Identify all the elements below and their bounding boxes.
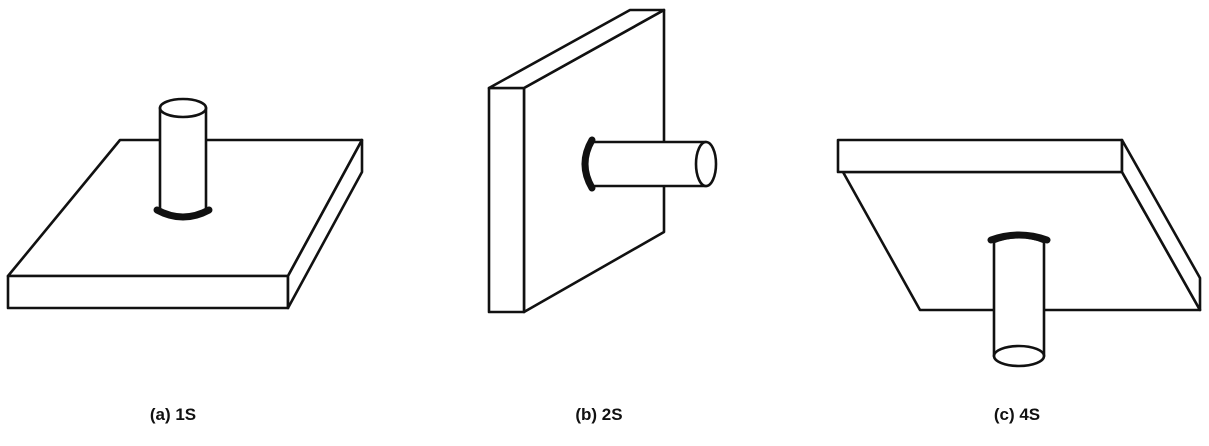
pipe-end xyxy=(694,140,718,188)
caption-a: (a) 1S xyxy=(149,405,197,424)
pipe-end xyxy=(992,344,1046,368)
pipe-body xyxy=(584,140,708,188)
panel-a-drawing xyxy=(6,97,364,310)
weld-bead xyxy=(153,206,213,221)
plate-side-edge xyxy=(286,138,364,310)
panel-c-drawing xyxy=(836,138,1202,368)
pipe-body xyxy=(992,235,1046,358)
plate-side-edge xyxy=(487,86,526,314)
caption-b: (b) 2S xyxy=(575,405,623,424)
pipe-end xyxy=(158,97,208,119)
weld-bead xyxy=(987,231,1051,244)
pipe-body xyxy=(158,106,208,219)
plate-front-edge xyxy=(6,274,290,310)
weld-bead xyxy=(581,136,596,192)
plate-front-edge xyxy=(836,138,1124,174)
plate-side-edge xyxy=(1120,138,1202,312)
caption-c: (c) 4S xyxy=(993,405,1041,424)
panel-b-drawing xyxy=(487,8,718,314)
plate-top-edge xyxy=(487,8,666,90)
